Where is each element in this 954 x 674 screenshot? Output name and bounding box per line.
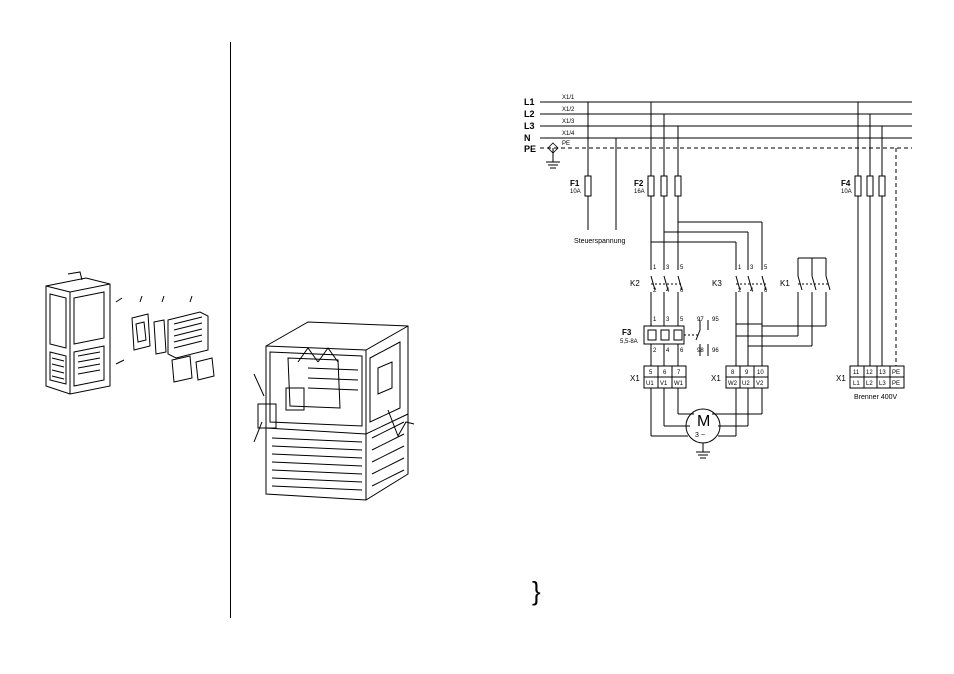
tbl-num-7: 7 <box>677 370 681 376</box>
f3-top-5: 5 <box>680 317 684 323</box>
f3-bottom-4: 4 <box>666 348 670 354</box>
k3-top-5: 5 <box>764 265 768 271</box>
fuse-f2-label: F2 <box>634 179 644 188</box>
tbr-num-13: 13 <box>879 370 886 376</box>
fuse-f4-rating: 10A <box>841 189 852 195</box>
bus-label-pe: PE <box>524 144 536 154</box>
tbl-num-6: 6 <box>663 370 667 376</box>
bus-label-l2: L2 <box>524 109 535 119</box>
tbr-num-11: 11 <box>853 370 860 376</box>
tbr-lbl-l3: L3 <box>879 381 886 387</box>
contactor-k3-label: K3 <box>712 279 722 288</box>
terminal-x1-3: X1/3 <box>562 119 575 125</box>
tbr-num-pe: PE <box>892 370 900 376</box>
tbl-num-5: 5 <box>649 370 653 376</box>
f3-bottom-2: 2 <box>653 348 657 354</box>
burner-label: Brenner 400V <box>854 394 898 401</box>
k2-top-3: 3 <box>666 265 670 271</box>
k2-bottom-2: 2 <box>653 288 657 294</box>
terminal-x1-2: X1/2 <box>562 107 575 113</box>
f3-top-1: 1 <box>653 317 657 323</box>
motor-phase: 3 ~ <box>695 432 705 439</box>
cabinet-exploded-illustration <box>45 271 215 395</box>
f3-aux-97: 97 <box>697 317 704 323</box>
f3-bottom-6: 6 <box>680 348 684 354</box>
tbm-num-8: 8 <box>731 370 735 376</box>
terminal-block-left-label: X1 <box>630 374 640 383</box>
tbl-lbl-u1: U1 <box>646 381 654 387</box>
motor-symbol: M <box>697 413 710 430</box>
bus-label-n: N <box>524 133 531 143</box>
k3-top-1: 1 <box>738 265 742 271</box>
fuse-f2-rating: 16A <box>634 189 645 195</box>
f3-aux-95: 95 <box>712 317 719 323</box>
terminal-x1-4: X1/4 <box>562 131 575 137</box>
relay-f3-label: F3 <box>622 328 632 337</box>
contactor-k1-label: K1 <box>780 279 790 288</box>
tbl-lbl-w1: W1 <box>674 381 684 387</box>
bus-label-l1: L1 <box>524 97 535 107</box>
tbm-num-10: 10 <box>757 370 764 376</box>
terminal-block-mid-label: X1 <box>711 374 721 383</box>
k3-top-3: 3 <box>750 265 754 271</box>
column-divider <box>230 42 231 618</box>
cabinet-perspective-illustration <box>253 321 415 501</box>
tbm-lbl-v2: V2 <box>756 381 764 387</box>
terminal-block-right-label: X1 <box>836 374 846 383</box>
tbr-lbl-pe: PE <box>892 381 900 387</box>
tbl-lbl-v1: V1 <box>660 381 668 387</box>
terminal-pe: PE <box>562 141 570 147</box>
tbr-lbl-l1: L1 <box>853 381 860 387</box>
tbm-num-9: 9 <box>745 370 749 376</box>
f3-top-3: 3 <box>666 317 670 323</box>
contactor-k2-label: K2 <box>630 279 640 288</box>
k2-bottom-4: 4 <box>666 288 670 294</box>
brace-symbol: } <box>532 576 541 606</box>
f3-aux-98: 98 <box>697 348 704 354</box>
tbr-num-12: 12 <box>866 370 873 376</box>
fuse-f1-rating: 10A <box>570 189 581 195</box>
k2-bottom-6: 6 <box>680 288 684 294</box>
k2-top-1: 1 <box>653 265 657 271</box>
k3-bottom-2: 2 <box>738 288 742 294</box>
f3-aux-96: 96 <box>712 348 719 354</box>
terminal-x1-1: X1/1 <box>562 95 575 101</box>
bus-label-l3: L3 <box>524 121 535 131</box>
k3-bottom-4: 4 <box>750 288 754 294</box>
tbm-lbl-w2: W2 <box>728 381 738 387</box>
k3-bottom-6: 6 <box>764 288 768 294</box>
fuse-f1-label: F1 <box>570 179 580 188</box>
tbm-lbl-u2: U2 <box>742 381 750 387</box>
tbr-lbl-l2: L2 <box>866 381 873 387</box>
control-voltage-label: Steuerspannung <box>574 238 625 245</box>
fuse-f4-label: F4 <box>841 179 851 188</box>
relay-f3-range: 5,5-8A <box>620 339 638 345</box>
k2-top-5: 5 <box>680 265 684 271</box>
